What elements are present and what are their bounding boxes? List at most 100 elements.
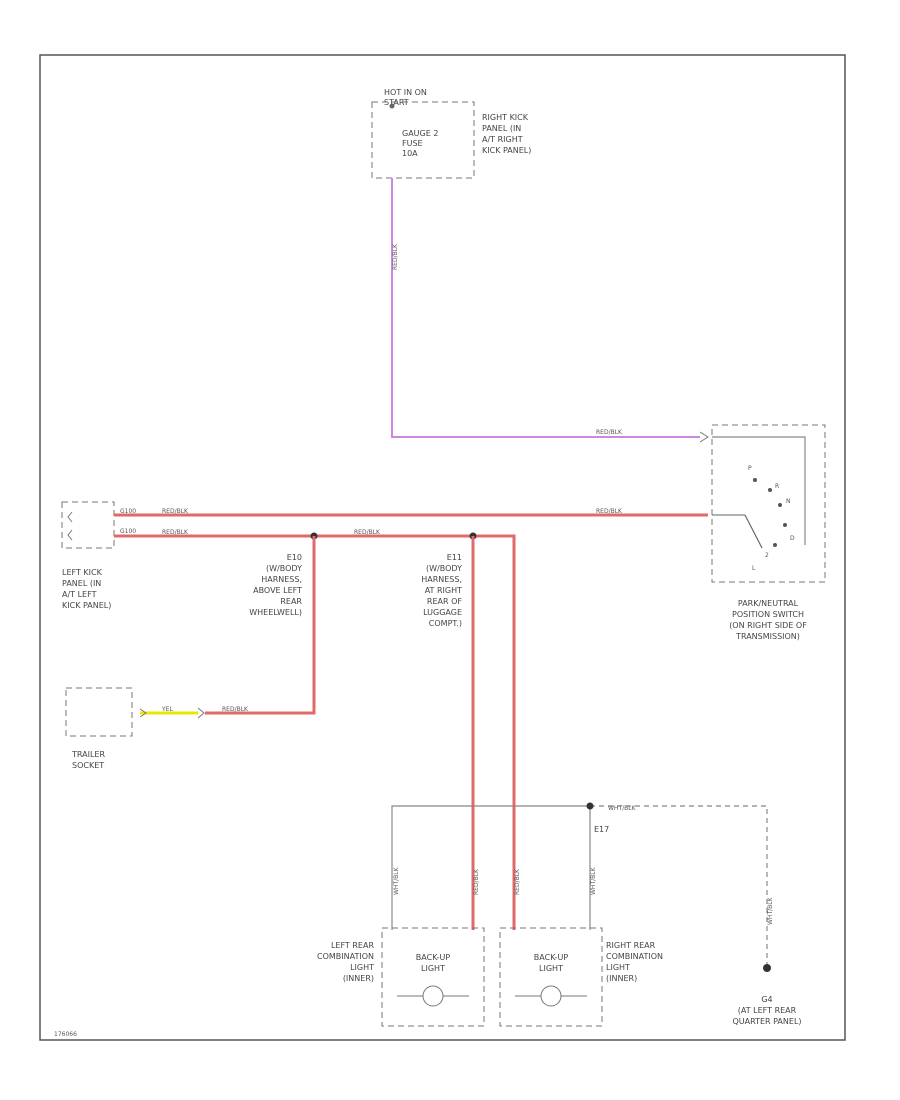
switch-pos-l: L (752, 565, 756, 572)
wire-label-trailer-red: RED/BLK (222, 706, 249, 713)
pn-switch-box (711, 424, 826, 583)
splice-e10-line-5: REAR (280, 597, 302, 606)
switch-contact-icon (744, 514, 763, 549)
splice-e11-line-2: (W/BODY (426, 564, 462, 573)
fuse-label-line-3: 10A (402, 149, 418, 158)
switch-pos-r: R (775, 483, 779, 490)
switch-pos-p: P (748, 465, 752, 472)
left-kick-line-4: KICK PANEL) (62, 601, 111, 610)
pn-switch-line-1: PARK/NEUTRAL (738, 599, 799, 608)
switch-pos-n: N (786, 498, 791, 505)
fuse-label-line-2: FUSE (402, 139, 423, 148)
wire-label-lower-red: RED/BLK (162, 529, 189, 536)
left-backup-line-2: LIGHT (421, 964, 445, 973)
connector-arrow-icon (699, 431, 709, 443)
switch-pos-2-dot (773, 543, 777, 547)
wire-label-upper-red: RED/BLK (162, 508, 189, 515)
splice-e17-label: E17 (594, 825, 609, 834)
fuse-location-line-4: KICK PANEL) (482, 146, 531, 155)
right-lamp-loc-line-1: RIGHT REAR (606, 941, 656, 950)
right-lamp-loc-line-2: COMBINATION (606, 952, 663, 961)
switch-pos-2: 2 (765, 552, 769, 559)
right-backup-line-2: LIGHT (539, 964, 563, 973)
splice-e11-line-3: HARNESS, (421, 575, 462, 584)
right-lamp-loc-line-4: (INNER) (606, 974, 637, 983)
splice-e11-line-1: E11 (447, 553, 462, 562)
left-lamp-loc-line-2: COMBINATION (317, 952, 374, 961)
wire-label-mid-red: RED/BLK (354, 529, 381, 536)
pin-label-lower: G100 (120, 528, 136, 535)
left-lamp-loc-line-3: LIGHT (350, 963, 374, 972)
trailer-connector-icon (197, 707, 205, 719)
splice-e10-line-6: WHEELWELL) (249, 608, 302, 617)
diagram-code: 176066 (54, 1031, 77, 1038)
ground-g4-line-1: G4 (761, 995, 772, 1004)
ground-g4-line-3: QUARTER PANEL) (732, 1017, 801, 1026)
switch-pos-d: D (790, 535, 795, 542)
splice-e11-line-4: AT RIGHT (425, 586, 462, 595)
left-backup-line-1: BACK-UP (416, 953, 451, 962)
trailer-line-1: TRAILER (71, 750, 105, 759)
fuse-location-line-1: RIGHT KICK (482, 113, 529, 122)
wire-e10-to-trailer (205, 536, 316, 715)
splice-e11-line-6: LUGGAGE (423, 608, 462, 617)
left-kick-line-1: LEFT KICK (62, 568, 103, 577)
trailer-arrow-icon (139, 708, 147, 718)
wire-label-g4: WHT/BLK (767, 896, 774, 925)
wire-label-yel: YEL (161, 706, 173, 713)
wire-label-right-lamp-feed: RED/BLK (514, 868, 521, 895)
pn-switch-line-4: TRANSMISSION) (735, 632, 800, 641)
left-lamp-loc-line-4: (INNER) (343, 974, 374, 983)
wire-label-switch-in: RED/BLK (596, 429, 623, 436)
switch-pos-p-dot (753, 478, 757, 482)
fuse-terminal-icon (389, 103, 395, 109)
switch-pos-d-dot (783, 523, 787, 527)
wire-fuse-to-switch (391, 178, 700, 438)
left-bulb-icon (422, 985, 444, 1007)
splice-e11-line-5: REAR OF (427, 597, 462, 606)
ground-g4-icon (763, 964, 771, 972)
left-backup-light-box (381, 927, 485, 1027)
wire-left-kick-to-splices (114, 534, 516, 930)
left-kick-line-3: A/T LEFT (62, 590, 97, 599)
wire-label-left-lamp-feed: RED/BLK (473, 868, 480, 895)
right-backup-line-1: BACK-UP (534, 953, 569, 962)
right-backup-light-box (499, 927, 603, 1027)
left-kick-connector-box (61, 501, 115, 549)
wire-label-vertical-red-blk: RED/BLK (392, 243, 399, 270)
right-bulb-icon (540, 985, 562, 1007)
switch-pos-r-dot (768, 488, 772, 492)
ground-wire-left (391, 805, 590, 930)
wire-label-right-ground: WHT/BLK (590, 866, 597, 895)
fuse-box (371, 101, 475, 179)
right-lamp-loc-line-3: LIGHT (606, 963, 630, 972)
wire-label-ground-bus: WHT/BLK (608, 805, 637, 812)
splice-e10-line-1: E10 (287, 553, 302, 562)
trailer-line-2: SOCKET (72, 761, 104, 770)
splice-e10-line-4: ABOVE LEFT (253, 586, 302, 595)
left-kick-arrow-icon (67, 511, 73, 523)
splice-e17-dot (586, 802, 594, 810)
wire-label-left-ground: WHT/BLK (393, 866, 400, 895)
fuse-label-line-1: GAUGE 2 (402, 129, 438, 138)
splice-e11-line-7: COMPT.) (429, 619, 462, 628)
pin-label-upper: G100 (120, 508, 136, 515)
pn-switch-line-2: POSITION SWITCH (732, 610, 804, 619)
fuse-location-line-3: A/T RIGHT (482, 135, 523, 144)
wire-label-switch-out: RED/BLK (596, 508, 623, 515)
left-kick-arrow-icon-2 (67, 529, 73, 541)
pn-switch-line-3: (ON RIGHT SIDE OF (729, 621, 807, 630)
splice-e10-line-2: (W/BODY (266, 564, 302, 573)
hot-label-line-1: HOT IN ON (384, 88, 427, 97)
left-lamp-loc-line-1: LEFT REAR (331, 941, 374, 950)
left-kick-line-2: PANEL (IN (62, 579, 101, 588)
ground-g4-line-2: (AT LEFT REAR (738, 1006, 797, 1015)
splice-e10-line-3: HARNESS, (261, 575, 302, 584)
switch-pos-n-dot (778, 503, 782, 507)
fuse-location-line-2: PANEL (IN (482, 124, 521, 133)
trailer-socket-box (65, 687, 133, 737)
diagram-frame (39, 54, 846, 1041)
switch-internal-line (712, 436, 806, 545)
ground-wire-to-g4 (590, 805, 768, 968)
